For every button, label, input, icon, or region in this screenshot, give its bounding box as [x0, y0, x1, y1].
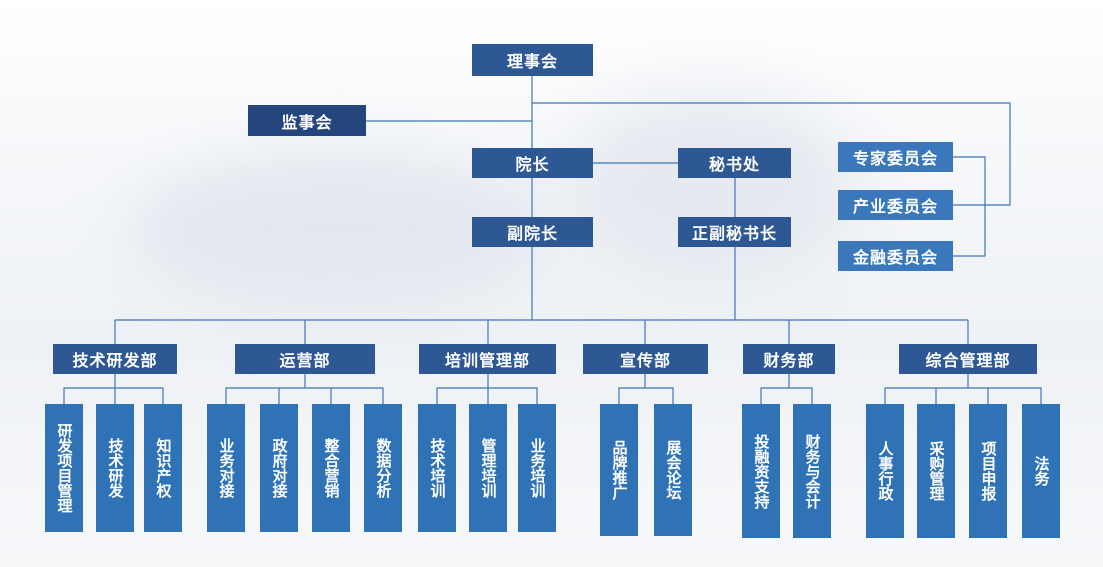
unit-box: 投融资支持: [742, 404, 780, 538]
dean-box: 院长: [472, 148, 593, 178]
board-box: 理事会: [472, 44, 593, 76]
department-box: 运营部: [235, 344, 375, 374]
vice-dean-box: 副院长: [472, 217, 593, 247]
committee-box: 金融委员会: [838, 241, 953, 271]
department-box: 财务部: [743, 344, 835, 374]
unit-box: 人事行政: [866, 404, 904, 538]
secretariat-box: 秘书处: [678, 148, 791, 178]
committee-box: 产业委员会: [838, 190, 953, 220]
unit-box: 知识产权: [144, 404, 182, 532]
unit-box: 项目申报: [969, 404, 1007, 538]
department-box: 技术研发部: [53, 344, 177, 374]
unit-box: 技术培训: [418, 404, 456, 532]
unit-box: 研发项目管理: [45, 404, 83, 532]
unit-box: 业务培训: [518, 404, 556, 532]
unit-box: 品牌推广: [600, 404, 638, 536]
department-box: 综合管理部: [899, 344, 1037, 374]
committee-box: 专家委员会: [838, 142, 953, 172]
secretary-general-box: 正副秘书长: [678, 217, 791, 247]
background-photo-blur-2: [560, 90, 860, 290]
unit-box: 展会论坛: [654, 404, 692, 536]
department-box: 宣传部: [583, 344, 708, 374]
unit-box: 整合营销: [312, 404, 350, 532]
department-box: 培训管理部: [419, 344, 556, 374]
unit-box: 技术研发: [96, 404, 134, 532]
unit-box: 财务与会计: [793, 404, 831, 538]
unit-box: 数据分析: [364, 404, 402, 532]
unit-box: 业务对接: [207, 404, 245, 532]
unit-box: 政府对接: [260, 404, 298, 532]
unit-box: 法务: [1022, 404, 1060, 538]
unit-box: 采购管理: [917, 404, 955, 538]
supervisors-box: 监事会: [248, 105, 366, 136]
unit-box: 管理培训: [469, 404, 507, 532]
